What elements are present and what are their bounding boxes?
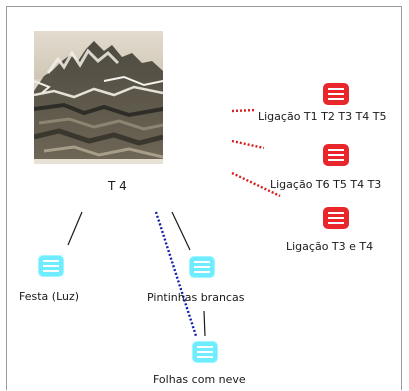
list-icon	[328, 149, 344, 151]
link-label-2[interactable]: Ligação T6 T5 T4 T3	[270, 178, 382, 191]
child-label-3[interactable]: Folhas com neve	[153, 373, 246, 386]
list-icon-bar	[328, 217, 344, 219]
main-node-label[interactable]: T 4	[108, 179, 127, 193]
connector-festa	[67, 211, 83, 246]
link-node-1[interactable]	[323, 83, 349, 105]
dotted-link-2	[231, 139, 265, 150]
list-icon	[43, 260, 59, 262]
dotted-link-3	[231, 171, 281, 198]
list-icon	[328, 88, 344, 90]
connector-folhas	[203, 310, 206, 337]
list-icon-bar	[328, 154, 344, 156]
list-icon-bar	[328, 98, 344, 100]
landscape-painting-thumbnail[interactable]	[34, 31, 163, 164]
child-node-2[interactable]	[189, 256, 215, 278]
list-icon-bar	[194, 271, 210, 273]
list-icon-bar	[43, 270, 59, 272]
child-label-2[interactable]: Pintinhas brancas	[147, 291, 245, 304]
child-node-1[interactable]	[38, 255, 64, 277]
list-icon-bar	[197, 356, 213, 358]
link-node-3[interactable]	[323, 207, 349, 229]
list-icon-bar	[194, 266, 210, 268]
link-label-1[interactable]: Ligação T1 T2 T3 T4 T5	[258, 110, 387, 123]
list-icon-bar	[328, 222, 344, 224]
list-icon-bar	[328, 93, 344, 95]
link-node-2[interactable]	[323, 144, 349, 166]
map-canvas-frame	[6, 6, 402, 390]
list-icon-bar	[328, 159, 344, 161]
list-icon-bar	[43, 265, 59, 267]
list-icon	[194, 261, 210, 263]
dotted-link-blue	[154, 211, 198, 337]
list-icon	[328, 212, 344, 214]
connector-pintinhas	[171, 211, 191, 251]
list-icon-bar	[197, 351, 213, 353]
child-label-1[interactable]: Festa (Luz)	[19, 290, 80, 303]
dotted-link-1	[231, 108, 257, 113]
child-node-3[interactable]	[192, 341, 218, 363]
list-icon	[197, 346, 213, 348]
link-label-3[interactable]: Ligação T3 e T4	[286, 240, 374, 253]
